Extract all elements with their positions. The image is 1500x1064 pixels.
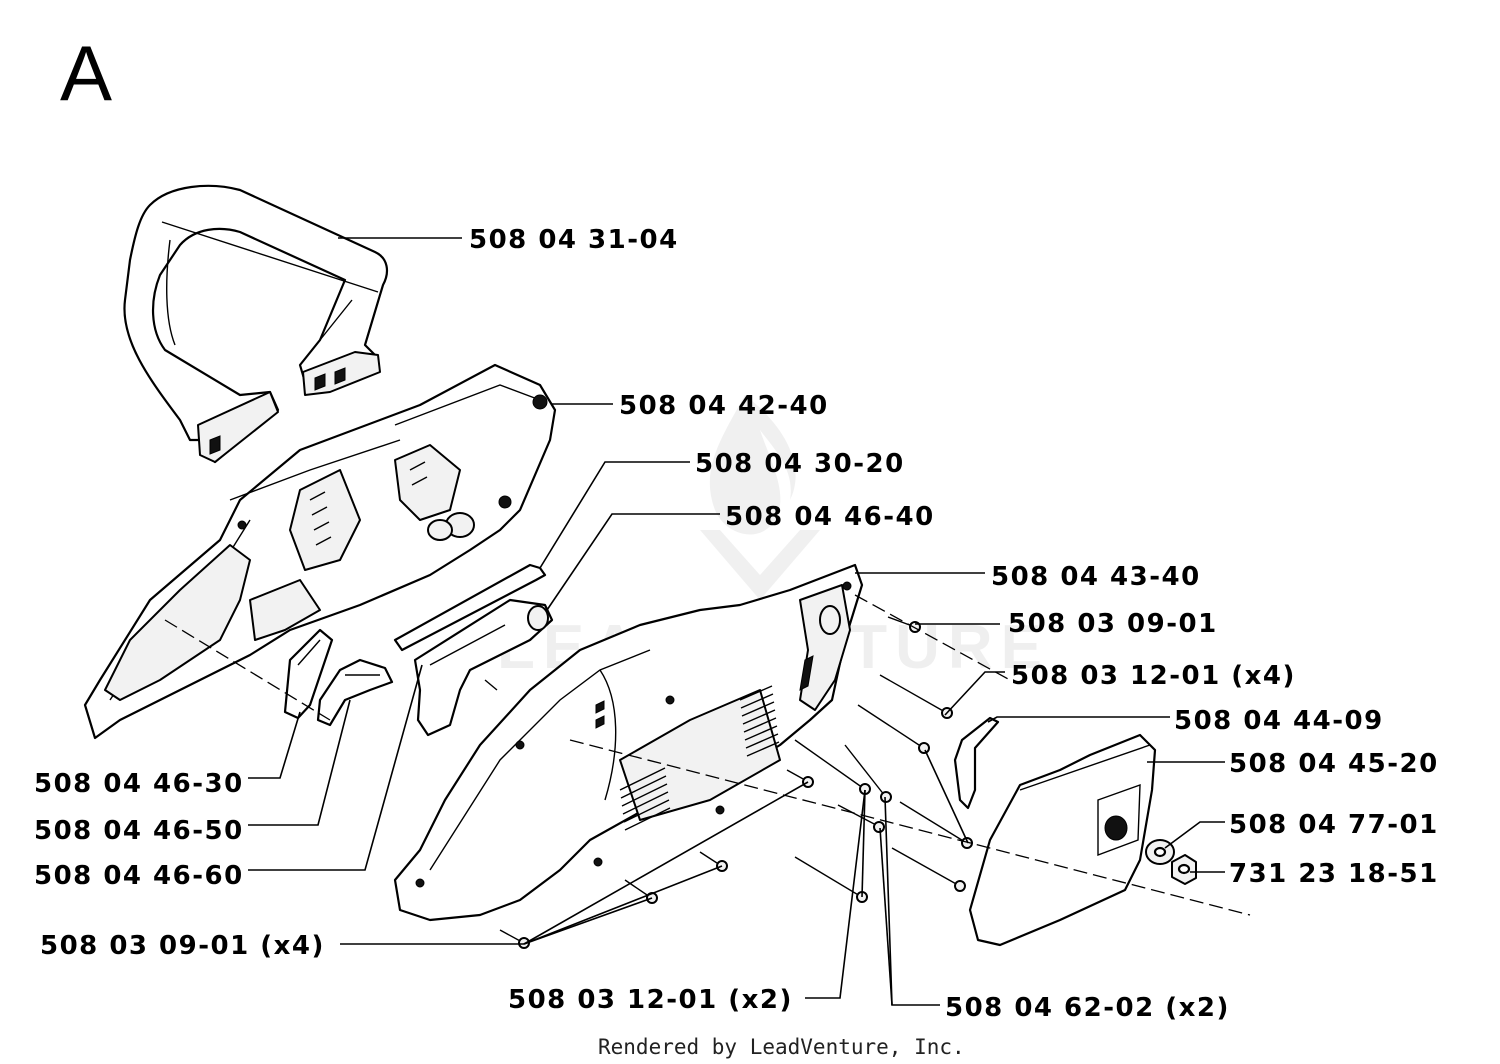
label-front-handle: 508 04 31-04	[469, 225, 679, 255]
front-handle-drawing	[123, 184, 389, 464]
clutch-cover-drawing	[393, 563, 864, 922]
watermark-flame-icon	[709, 395, 796, 535]
label-part-4630: 508 04 46-30	[34, 769, 244, 799]
watermark-v-icon	[700, 530, 820, 600]
label-screw-1201-x4: 508 03 12-01 (x4)	[1011, 661, 1296, 691]
label-chain-guide: 508 04 44-09	[1174, 706, 1384, 736]
section-letter: A	[60, 29, 112, 117]
label-part-4660: 508 04 46-60	[34, 861, 244, 891]
label-brake-lever: 508 04 46-40	[725, 502, 935, 532]
credit-text: Rendered by LeadVenture, Inc.	[598, 1035, 965, 1059]
label-screw-1201-x2: 508 03 12-01 (x2)	[508, 985, 793, 1015]
housing-drawing	[83, 363, 557, 740]
label-screw-0901-x4: 508 03 09-01 (x4)	[40, 931, 325, 961]
assembly-axes	[164, 594, 1251, 916]
spring-drawing	[393, 563, 547, 652]
washer-nut-drawing	[1145, 839, 1197, 885]
leader-lines	[248, 237, 1225, 1006]
brake-lever-drawing	[413, 598, 554, 737]
part-labels: 508 04 31-04 508 04 42-40 508 04 30-20 5…	[34, 225, 1439, 1023]
label-clutch-cover: 508 04 43-40	[991, 562, 1201, 592]
chain-guide-drawing	[953, 716, 1000, 810]
label-spring: 508 04 30-20	[695, 449, 905, 479]
label-part-4650: 508 04 46-50	[34, 816, 244, 846]
label-nut: 731 23 18-51	[1229, 859, 1439, 889]
label-housing: 508 04 42-40	[619, 391, 829, 421]
label-part-6202-x2: 508 04 62-02 (x2)	[945, 993, 1230, 1023]
label-chain-cover-plate: 508 04 45-20	[1229, 749, 1439, 779]
label-screw-0901: 508 03 09-01	[1008, 609, 1218, 639]
label-washer: 508 04 77-01	[1229, 810, 1439, 840]
chain-cover-plate-drawing	[968, 733, 1157, 947]
small-parts-drawing	[283, 628, 394, 727]
